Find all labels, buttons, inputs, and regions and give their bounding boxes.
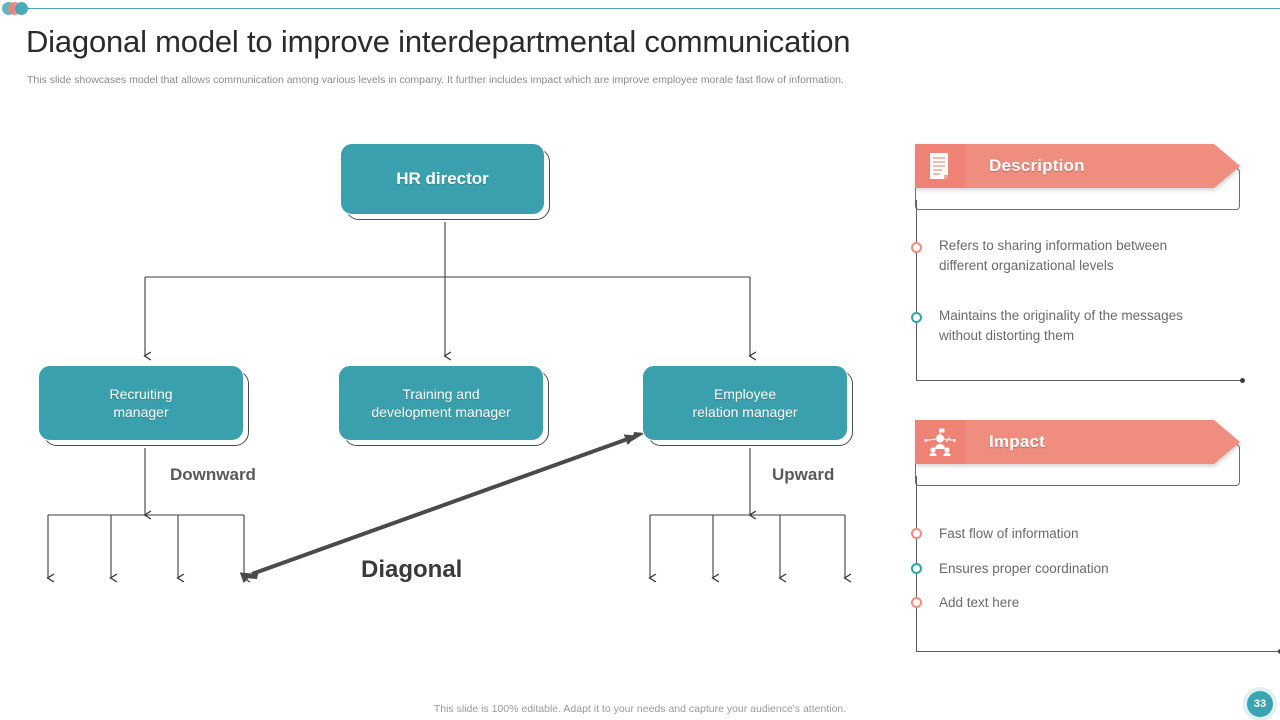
org-node-label: Training and development manager [338,365,544,441]
description-panel-end-dot [1240,378,1245,383]
list-item[interactable]: Ensures proper coordination [911,559,1251,579]
header-divider [28,8,1280,9]
list-item-text: Refers to sharing information between di… [939,238,1168,273]
bullet-dot-teal [911,312,922,323]
list-item-text: Fast flow of information [939,526,1079,541]
impact-banner[interactable]: Impact [915,420,1240,464]
logo-dot-3 [15,2,28,15]
org-node-employee-relation-manager[interactable]: Employee relation manager [642,365,853,446]
bullet-dot-coral [911,597,922,608]
org-node-training-development-manager[interactable]: Training and development manager [338,365,549,446]
document-icon [915,144,965,188]
footer-note: This slide is 100% editable. Adapt it to… [433,703,847,715]
impact-title: Impact [989,432,1045,451]
impact-panel-end-dot [1278,649,1280,654]
org-node-recruiting-manager[interactable]: Recruiting manager [38,365,249,446]
org-node-hr-director[interactable]: HR director [340,143,550,220]
bullet-dot-coral [911,242,922,253]
page-subtitle: This slide showcases model that allows c… [27,74,844,86]
list-item[interactable]: Add text here [911,593,1251,613]
page-title: Diagonal model to improve interdepartmen… [26,24,851,59]
description-banner[interactable]: Description [915,144,1240,188]
list-item[interactable]: Refers to sharing information between di… [911,236,1251,275]
description-title: Description [989,156,1085,175]
list-item[interactable]: Maintains the originality of the message… [911,306,1251,345]
page-number-badge: 33 [1247,691,1273,717]
org-node-label: HR director [340,143,545,215]
bullet-dot-coral [911,528,922,539]
list-item-text: Ensures proper coordination [939,561,1109,576]
flow-label-diagonal: Diagonal [361,556,463,583]
list-item-text: Maintains the originality of the message… [939,308,1183,343]
people-network-icon [915,420,965,464]
org-node-label: Employee relation manager [642,365,848,441]
impact-banner-bar: Impact [965,420,1240,464]
org-node-label: Recruiting manager [38,365,244,441]
brand-dots-logo [2,2,36,16]
list-item[interactable]: Fast flow of information [911,524,1251,544]
description-banner-bar: Description [965,144,1240,188]
flow-label-downward: Downward [170,465,256,484]
list-item-text: Add text here [939,595,1020,610]
description-panel-body-rule [916,200,1242,381]
bullet-dot-teal [911,563,922,574]
flow-label-upward: Upward [772,465,835,484]
diagonal-arrow [239,434,637,584]
